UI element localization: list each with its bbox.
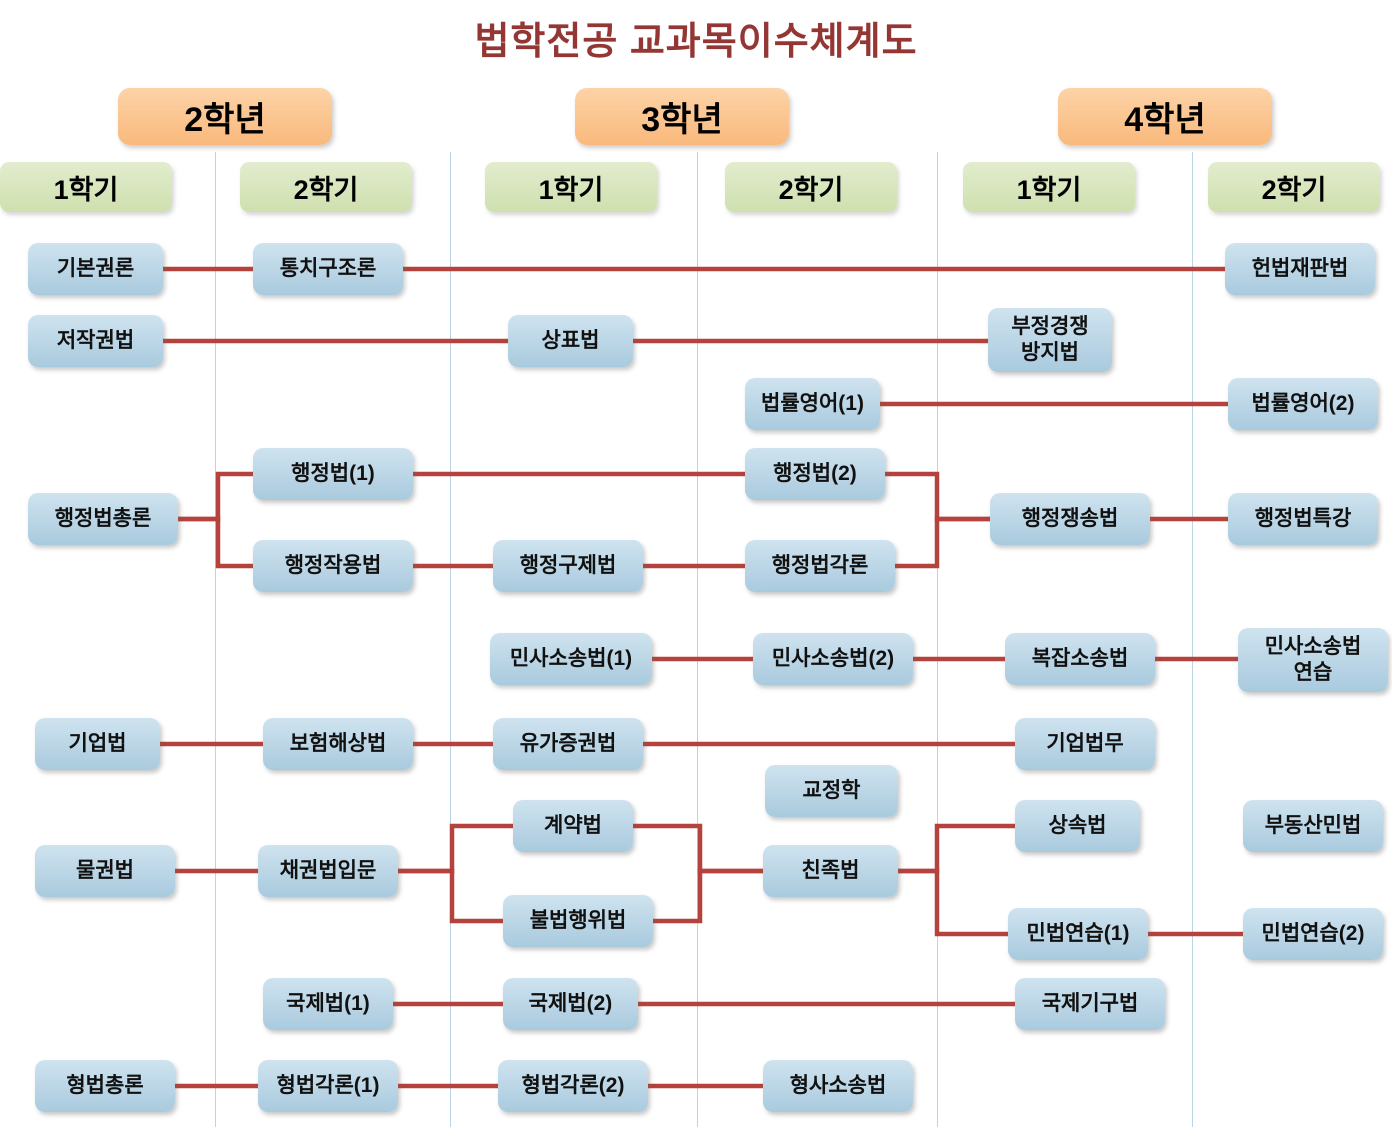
course-node: 행정법특강 (1228, 493, 1378, 545)
course-node: 법률영어(2) (1228, 378, 1378, 430)
course-node: 형법각론(2) (498, 1060, 648, 1112)
course-node: 행정쟁송법 (990, 493, 1150, 545)
course-node: 행정구제법 (493, 540, 643, 592)
connector-line (898, 868, 1008, 937)
course-node: 부정경쟁 방지법 (988, 308, 1112, 372)
semester-header: 2학기 (725, 162, 897, 212)
course-node: 상표법 (508, 315, 633, 367)
course-node: 기본권론 (28, 243, 163, 295)
course-node: 국제기구법 (1015, 978, 1165, 1030)
course-node: 민사소송법(1) (490, 633, 652, 685)
year-header: 4학년 (1058, 88, 1272, 145)
course-node: 민사소송법(2) (753, 633, 913, 685)
course-node: 행정법각론 (745, 540, 895, 592)
connector-line (885, 471, 990, 522)
year-header: 2학년 (118, 88, 332, 145)
connector-line (633, 823, 763, 874)
course-node: 저작권법 (28, 315, 163, 367)
connector-line (898, 823, 1015, 874)
semester-header: 2학기 (240, 162, 412, 212)
connector-line (895, 516, 990, 569)
course-node: 형사소송법 (763, 1060, 913, 1112)
connector-line (398, 868, 503, 924)
column-divider (1192, 152, 1193, 1127)
course-node: 기업법 (35, 718, 160, 770)
column-divider (215, 152, 216, 1127)
semester-header: 2학기 (1208, 162, 1380, 212)
diagram-title: 법학전공 교과목이수체계도 (474, 21, 918, 63)
course-node: 행정법총론 (28, 493, 178, 545)
semester-header: 1학기 (485, 162, 657, 212)
semester-header: 1학기 (963, 162, 1135, 212)
course-node: 채권법입문 (258, 845, 398, 897)
course-node: 민법연습(2) (1243, 908, 1383, 960)
course-node: 행정법(1) (253, 448, 413, 500)
connector-line (653, 868, 763, 924)
course-node: 계약법 (513, 800, 633, 852)
course-node: 법률영어(1) (745, 378, 880, 430)
course-node: 부동산민법 (1243, 800, 1383, 852)
course-node: 기업법무 (1015, 718, 1155, 770)
column-divider (937, 152, 938, 1127)
course-node: 헌법재판법 (1225, 243, 1375, 295)
course-node: 물권법 (35, 845, 175, 897)
year-header: 3학년 (575, 88, 789, 145)
course-node: 행정법(2) (745, 448, 885, 500)
semester-header: 1학기 (0, 162, 172, 212)
column-divider (450, 152, 451, 1127)
course-node: 교정학 (765, 765, 898, 817)
connector-line (178, 471, 253, 522)
column-divider (697, 152, 698, 1127)
course-node: 국제법(2) (503, 978, 638, 1030)
course-node: 형법각론(1) (258, 1060, 398, 1112)
course-node: 통치구조론 (253, 243, 403, 295)
course-node: 친족법 (763, 845, 898, 897)
course-node: 민법연습(1) (1008, 908, 1148, 960)
course-node: 불법행위법 (503, 895, 653, 947)
course-node: 상속법 (1015, 800, 1140, 852)
course-node: 유가증권법 (493, 718, 643, 770)
course-node: 보험해상법 (263, 718, 413, 770)
course-node: 국제법(1) (263, 978, 393, 1030)
course-node: 복잡소송법 (1005, 633, 1155, 685)
course-node: 행정작용법 (253, 540, 413, 592)
connector-line (398, 823, 513, 874)
course-node: 민사소송법 연습 (1238, 628, 1388, 692)
connector-line (178, 516, 253, 569)
course-node: 형법총론 (35, 1060, 175, 1112)
